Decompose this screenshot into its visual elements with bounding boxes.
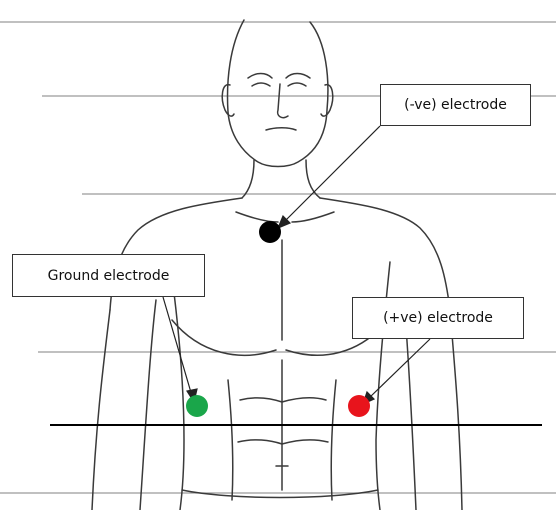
- negative-electrode-label-text: (-ve) electrode: [404, 96, 507, 114]
- shoulder-right: [320, 198, 450, 310]
- arrow-neg-line: [284, 126, 380, 222]
- arrow-gnd-line: [163, 297, 192, 396]
- abs-side-right: [331, 380, 336, 500]
- eyebrow-left: [248, 74, 272, 79]
- arm-left-inner: [140, 300, 156, 510]
- abs-row: [240, 398, 326, 402]
- arm-right-outer: [450, 310, 462, 510]
- collarbone-left: [236, 212, 278, 222]
- mouth: [266, 128, 296, 130]
- eye-right: [288, 83, 306, 86]
- head-outline: [228, 20, 328, 167]
- arrow-pos-line: [369, 339, 430, 398]
- nose: [278, 84, 288, 118]
- abs-side-left: [228, 380, 233, 500]
- arm-left-outer: [92, 310, 110, 510]
- torso-left: [170, 262, 184, 510]
- pectoral-left: [172, 320, 276, 355]
- waistband: [182, 490, 378, 498]
- abs-row: [238, 440, 328, 444]
- ground-electrode: [186, 395, 208, 417]
- positive-electrode: [348, 395, 370, 417]
- neck-left: [242, 160, 254, 198]
- ground-electrode-label-text: Ground electrode: [48, 267, 170, 285]
- positive-electrode-label-text: (+ve) electrode: [383, 309, 493, 327]
- negative-electrode-label: (-ve) electrode: [380, 84, 531, 126]
- collarbone-right: [292, 212, 334, 222]
- eyebrow-right: [286, 74, 310, 79]
- ground-electrode-label: Ground electrode: [12, 254, 205, 297]
- positive-electrode-label: (+ve) electrode: [352, 297, 524, 339]
- negative-electrode: [259, 221, 281, 243]
- eye-left: [252, 83, 270, 86]
